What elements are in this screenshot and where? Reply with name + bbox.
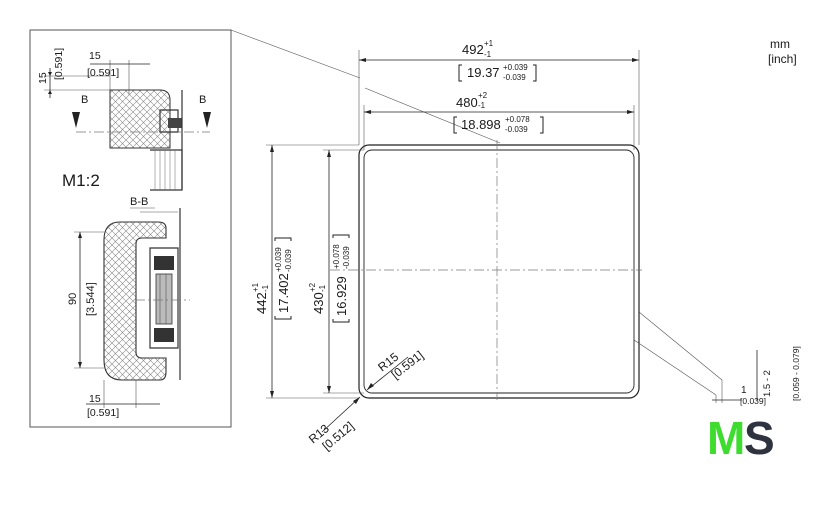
side-depth-mm: 1.5 - 2 [762,370,773,397]
detail-scale: M1:2 [62,171,100,190]
dimension-text: +1 [251,282,260,292]
dimension-text: -1 [318,284,327,292]
side-gap-mm: 1 [741,385,747,396]
dim-section-bottom-inch: [0.591] [87,407,119,419]
dim-top-vertical-mm: 15 [37,72,49,84]
dim-top-horizontal-mm: 15 [89,50,101,62]
section-marker-left: B [81,94,88,106]
brand-logo: M S [707,412,775,464]
dimension-text: -0.039 [503,73,526,82]
inner-height-mm: 430 [311,292,326,314]
outer-outline [358,144,640,399]
main-view: 492 +1 -1 19.37 +0.039 -0.039 480 +2 -1 … [251,39,801,453]
inner-outline [363,149,635,394]
dimension-text: +0.039 [274,247,283,272]
dim-section-height-mm: 90 [67,293,79,305]
dimension-text: -1 [261,284,270,292]
dimension-text: +0.039 [503,63,528,72]
dimension-text: +2 [308,282,317,292]
dim-top-vertical-inch: [0.591] [53,48,65,80]
dim-section-height-inch: [3.544] [85,282,97,316]
outer-height-inch: 17.402 [276,273,291,313]
dim-top-horizontal-inch: [0.591] [87,67,119,79]
inner-width-mm: 480 [456,95,478,110]
dim-section-bottom-mm: 15 [89,393,101,405]
detail-leader-top [230,29,361,79]
units-inch: [inch] [768,52,797,66]
dimension-text: +2 [478,91,488,100]
section-title: B-B [130,196,148,208]
dimension-text: -1 [484,50,492,59]
units-label: mm [inch] [768,37,797,66]
side-gap-inch: [0.039] [740,396,766,406]
dimension-text: -1 [478,101,486,110]
side-depth-inch: [0.059 - 0.079] [791,346,801,401]
dimension-text: -0.039 [342,246,351,269]
section-bb: B-B 90 [3.544] 15 [0.591] [67,196,190,419]
dimension-text: +1 [484,39,494,48]
outer-height-mm: 442 [254,292,269,314]
section-marker-right: B [199,94,206,106]
dimension-text: -0.039 [505,125,528,134]
units-mm: mm [770,37,790,51]
inner-height-inch: 16.929 [334,276,349,316]
inner-width-inch: 18.898 [461,117,501,132]
logo-letter-s: S [744,412,775,464]
logo-letter-m: M [707,412,745,464]
outer-width-mm: 492 [462,42,484,57]
outer-width-inch: 19.37 [467,65,500,80]
dimension-text: +0.078 [505,115,530,124]
detail-top: 15 [0.591] 15 [0.591] B B [37,48,211,191]
dimension-text: -0.039 [284,249,293,272]
detail-leader-bottom [364,87,501,144]
dimension-text: +0.078 [332,244,341,269]
